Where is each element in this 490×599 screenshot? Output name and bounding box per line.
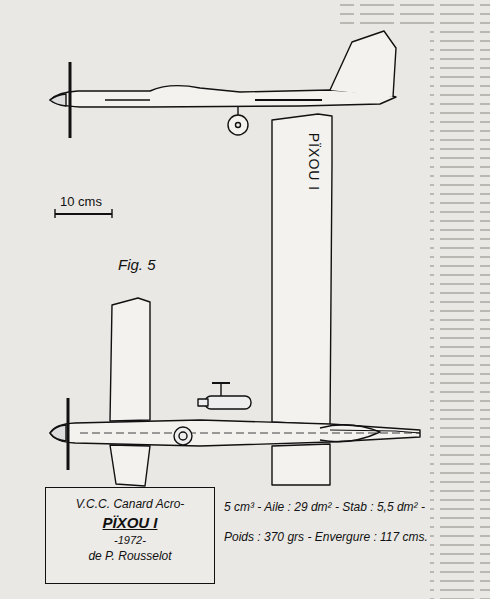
scale-bar — [55, 213, 112, 215]
title-box: V.C.C. Canard Acro- PÏXOU I -1972- de P. Ro… — [45, 487, 215, 584]
scale-label: 10 cms — [60, 195, 102, 210]
top-view — [50, 114, 420, 486]
page-text-texture — [430, 0, 490, 599]
figure-number: Fig. 5 — [118, 256, 156, 273]
spec-text: 5 cm³ - Aile : 29 dm² - Stab : 5,5 dm² - — [224, 501, 425, 515]
model-name: PÏXOU I — [54, 514, 206, 531]
year: -1972- — [54, 534, 206, 546]
side-view — [50, 31, 396, 138]
wing-lettering: PÏXOU I — [306, 133, 322, 191]
spec-text: Poids : 370 grs - Envergure : 117 cms. — [224, 531, 428, 545]
title-line: V.C.C. Canard Acro- — [54, 497, 206, 511]
author: de P. Rousselot — [54, 549, 206, 563]
page-text-texture — [340, 0, 430, 30]
